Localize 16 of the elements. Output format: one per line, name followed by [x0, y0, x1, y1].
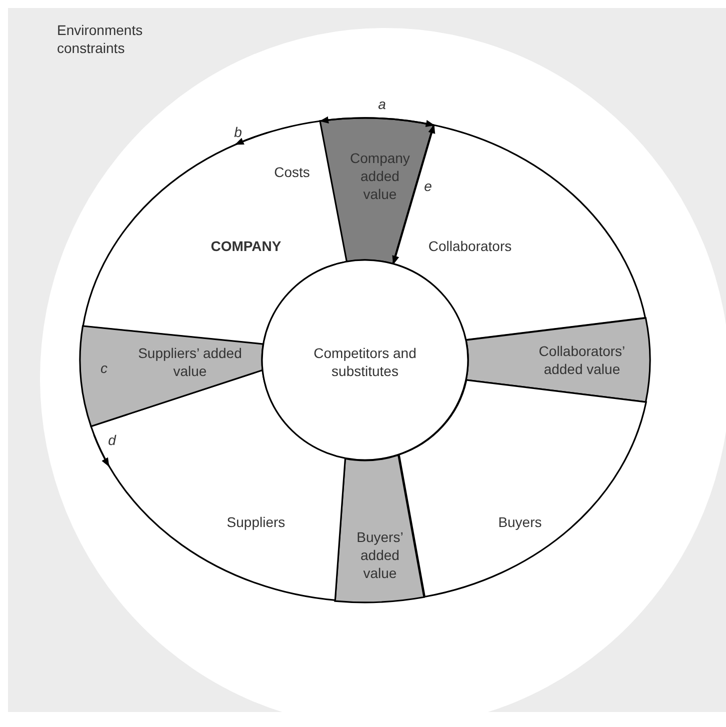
sector-label: Costs	[273, 162, 311, 181]
dimension-letter: d	[108, 432, 116, 448]
sector-title: Suppliers	[226, 512, 286, 531]
wedge-label: Suppliers’ added value	[137, 344, 243, 380]
circle-label: Competitors and substitutes	[312, 344, 418, 380]
ring-title: Environments constraints	[57, 21, 144, 57]
dimension-letter: a	[378, 96, 386, 112]
wedge-label: Company added value	[349, 148, 411, 203]
wedge-label: Buyers’ added value	[356, 528, 404, 582]
sector-title: Buyers	[497, 512, 543, 531]
wedge-label: Collaborators’ added value	[538, 342, 626, 378]
dimension-letter: e	[424, 178, 432, 194]
dimension-letter: b	[234, 124, 242, 140]
dimension-letter: c	[100, 360, 108, 376]
sector-title: Collaborators	[427, 236, 513, 255]
sector-title: COMPANY	[210, 236, 282, 255]
